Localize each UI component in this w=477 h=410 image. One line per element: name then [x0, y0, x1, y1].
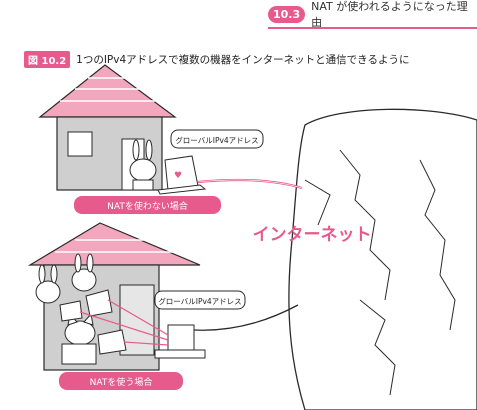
bottom-bubble-text: グローバルIPv4アドレス [158, 296, 241, 306]
section-title: NAT が使われるようになった理由 [311, 0, 468, 29]
top-speech-bubble [170, 129, 264, 149]
no-nat-label-pill [74, 196, 221, 214]
internet-label: インターネット [253, 225, 372, 245]
top-bubble-text: グローバルIPv4アドレス [175, 135, 258, 145]
internet-globe [288, 108, 477, 410]
figure-caption: 1つのIPv4アドレスで複数の機器をインターネットと通信できるように [76, 54, 410, 66]
house-with-nat [27, 222, 206, 371]
figure-caption-row: 図 10.2 1つのIPv4アドレスで複数の機器をインターネットと通信できるよう… [24, 51, 409, 68]
section-number-badge: 10.3 [268, 5, 306, 23]
house-no-nat: ♥ [38, 64, 207, 195]
section-header: 10.3 NAT が使われるようになった理由 [268, 0, 477, 29]
bottom-speech-bubble [154, 290, 246, 310]
nat-label-pill [59, 372, 183, 390]
no-nat-label: NATを使わない場合 [107, 200, 188, 212]
svg-text:♥: ♥ [174, 171, 182, 181]
header-rule [268, 27, 477, 29]
nat-label: NATを使う場合 [90, 376, 153, 388]
figure-badge: 図 10.2 [24, 51, 71, 68]
